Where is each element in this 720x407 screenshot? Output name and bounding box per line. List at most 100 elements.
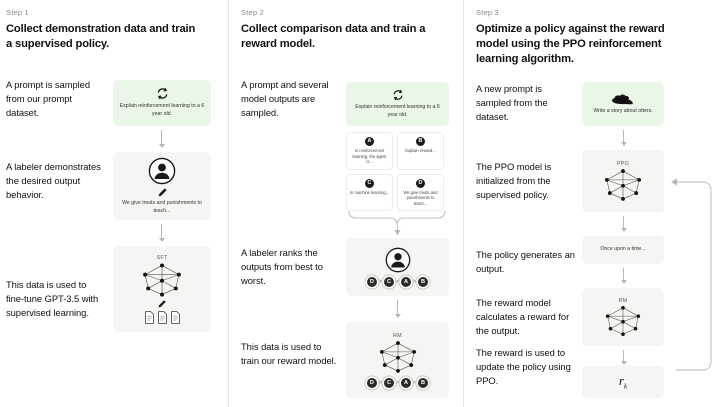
rank-gt: > (413, 279, 417, 285)
rank-chip: A (401, 277, 412, 287)
step-3-row-5: The reward is used to update the policy … (476, 346, 576, 388)
rank-chip: A (401, 377, 412, 388)
rank-gt: > (395, 379, 400, 386)
step-1-caption-3: This data is used to fine-tune GPT-3.5 w… (6, 279, 99, 319)
step-3-row-1: A new prompt is sampled from the dataset… (476, 82, 568, 124)
step-2-label: Step 2 (241, 8, 264, 17)
step-1-row-2: A labeler demonstrates the desired outpu… (6, 160, 106, 202)
neural-network-icon (601, 168, 645, 202)
step-2-prompt-text: Explain reinforcement learning to a 6 ye… (355, 103, 440, 118)
step-3-row-4: The reward model calculates a reward for… (476, 296, 576, 338)
rank-chip: C (383, 277, 394, 287)
step-2-prompt-card[interactable]: Explain reinforcement learning to a 6 ye… (346, 82, 449, 126)
step-2-labeler-rank-card[interactable]: D > C > A > B (346, 238, 449, 296)
labeler-person-icon (148, 157, 176, 185)
step-1-caption-1: A prompt is sampled from our prompt data… (6, 79, 90, 119)
output-text: We give treats and punishments to teach.… (403, 189, 438, 206)
step-3-prompt-text: Write a story about otters. (593, 108, 653, 115)
step-2-rm-ranking-row: D > C > A > B (366, 377, 429, 388)
step-1-caption-2: A labeler demonstrates the desired outpu… (6, 161, 101, 201)
step-3-reward-card[interactable]: rk (582, 366, 664, 398)
step-2-rm-tag: RM (393, 332, 402, 339)
step-2-arrow-2 (393, 300, 402, 318)
step-3-row-2: The PPO model is initialized from the su… (476, 160, 576, 202)
step-3-caption-3: The policy generates an output. (476, 249, 575, 275)
step-2-outputs-grid: A In reinforcement learning, the agent i… (346, 132, 449, 212)
output-option-d[interactable]: D We give treats and punishments to teac… (397, 173, 444, 212)
step-3-caption-2: The PPO model is initialized from the su… (476, 161, 552, 201)
output-text: Explain reward... (405, 148, 436, 153)
output-text: In machine learning... (349, 189, 390, 195)
step-3-ppo-card[interactable]: PPO (582, 150, 664, 212)
step-3-row-3: The policy generates an output. (476, 248, 576, 276)
step-3-caption-4: The reward model calculates a reward for… (476, 297, 570, 337)
step-3-output-text: Once upon a time... (600, 246, 646, 253)
step-1-prompt-card[interactable]: Explain reinforcement learning to a 6 ye… (113, 80, 211, 126)
step-1-sft-tag: SFT (156, 254, 168, 261)
output-letter: D (416, 178, 425, 188)
output-option-a[interactable]: A In reinforcement learning, the agent i… (346, 132, 393, 170)
step-1-row-3: This data is used to fine-tune GPT-3.5 w… (6, 278, 106, 320)
step-2-row-2: A labeler ranks the outputs from best to… (241, 246, 339, 288)
step-2-caption-2: A labeler ranks the outputs from best to… (241, 247, 323, 287)
rank-chip: B (418, 277, 429, 287)
step-3-arrow-1 (619, 130, 628, 146)
step-3-arrow-4 (619, 350, 628, 365)
output-letter: C (365, 178, 374, 188)
neural-network-icon (376, 340, 420, 374)
step-2-ranking-row: D > C > A > B (366, 277, 429, 287)
reward-subscript: k (623, 382, 628, 391)
step-1-prompt-text: Explain reinforcement learning to a 6 ye… (119, 103, 205, 117)
step-2-title: Collect comparison data and train a rewa… (241, 23, 426, 50)
step-3-arrow-2 (619, 216, 628, 232)
step-1-row-1: A prompt is sampled from our prompt data… (6, 78, 104, 120)
rank-gt: > (395, 279, 400, 285)
step-2-row-1: A prompt and several model outputs are s… (241, 78, 337, 120)
otter-icon (611, 92, 635, 105)
rank-gt: > (378, 379, 382, 386)
step-2-caption-3: This data is used to train our reward mo… (241, 341, 337, 367)
output-letter: A (365, 137, 374, 146)
step-3-column: Step 3 Optimize a policy against the rew… (463, 0, 720, 407)
sample-refresh-icon (156, 87, 169, 100)
pencil-icon (157, 187, 168, 198)
step-1-column: Step 1 Collect demonstration data and tr… (0, 0, 228, 407)
documents-icon (144, 310, 181, 324)
rank-chip: D (366, 377, 377, 388)
pencil-icon (157, 299, 167, 309)
rank-gt: > (378, 279, 382, 285)
step-2-merge-brace (346, 208, 449, 238)
rank-chip: C (383, 377, 394, 388)
step-3-output-card[interactable]: Once upon a time... (582, 236, 664, 264)
step-3-arrow-3 (619, 268, 628, 284)
output-option-b[interactable]: B Explain reward... (397, 132, 444, 170)
step-3-ppo-tag: PPO (617, 160, 629, 167)
step-3-rm-card[interactable]: RM (582, 288, 664, 346)
step-3-caption-1: A new prompt is sampled from the dataset… (476, 83, 548, 123)
step-1-arrow-1 (157, 130, 166, 148)
step-2-row-3: This data is used to train our reward mo… (241, 340, 337, 368)
step-1-arrow-2 (157, 224, 166, 242)
step-2-caption-1: A prompt and several model outputs are s… (241, 79, 329, 119)
step-2-column: Step 2 Collect comparison data and train… (228, 0, 463, 407)
step-1-sft-card[interactable]: SFT (113, 246, 211, 332)
step-1-labeler-card[interactable]: We give treats and punishments to teach.… (113, 152, 211, 220)
labeler-person-icon (385, 247, 411, 273)
neural-network-icon (139, 262, 185, 298)
step-1-demo-text: We give treats and punishments to teach.… (122, 199, 202, 214)
neural-network-icon (602, 305, 644, 337)
output-text: In reinforcement learning, the agent is.… (352, 148, 387, 165)
step-3-prompt-card[interactable]: Write a story about otters. (582, 82, 664, 126)
rank-gt: > (413, 379, 417, 386)
output-option-c[interactable]: C In machine learning... (346, 173, 393, 212)
step-1-label: Step 1 (6, 8, 29, 17)
rank-chip: B (418, 377, 429, 388)
step-2-rm-card[interactable]: RM D > C > A > (346, 322, 449, 398)
sample-refresh-icon (392, 89, 404, 101)
step-3-caption-5: The reward is used to update the policy … (476, 347, 571, 387)
step-3-title: Optimize a policy against the reward mod… (476, 23, 665, 65)
step-3-rm-tag: RM (618, 297, 628, 304)
reward-symbol: rk (618, 373, 628, 391)
rank-chip: D (366, 277, 377, 287)
